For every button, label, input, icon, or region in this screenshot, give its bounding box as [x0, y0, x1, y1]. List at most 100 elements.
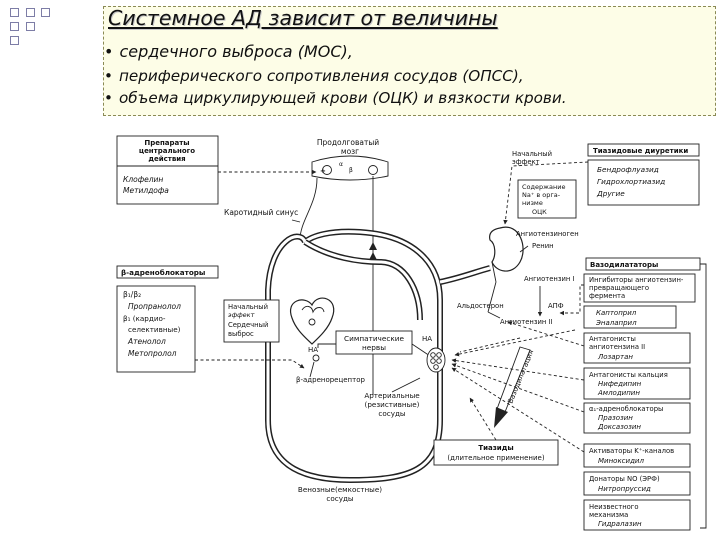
right-box-title: Тиазидовые диуретики [593, 147, 688, 155]
drug-label: Гидрохлортиазид [597, 177, 665, 186]
sodium-label: низме [522, 199, 543, 207]
right-box-title: Вазодилататоры [590, 261, 658, 269]
beta-line: β₁ (кардио- [123, 314, 166, 323]
decor-square [10, 8, 19, 17]
drug-label: Нитропруссид [598, 485, 651, 493]
sodium-label: Na⁺ в орга- [522, 191, 561, 199]
thiazides-long-line: Тиазиды [478, 444, 513, 452]
arterial-label: сосуды [378, 409, 406, 418]
right-box-title: фермента [589, 292, 625, 300]
aldosterone-to-kidney [487, 281, 497, 313]
afferent-nerve [299, 177, 318, 241]
aldosterone-label: Альдостерон [457, 302, 504, 310]
decor-square [41, 8, 50, 17]
kidney-effect-label: эффект [512, 158, 540, 166]
drug-label: Лозартан [597, 353, 633, 361]
renin-pointer [519, 245, 529, 253]
sodium-label: ОЦК [532, 208, 547, 216]
receptor-label: β [349, 167, 353, 174]
alpha-blockers-box: α₁-адреноблокаторы Празозин Доксазозин [583, 402, 691, 434]
bullet-glyph: • [104, 42, 114, 61]
receptor-label: α [339, 161, 343, 168]
drug-label: Метилдофа [123, 186, 169, 195]
kidney-effect-label: Начальный [512, 150, 552, 158]
drug-label: Амлодипин [597, 389, 640, 397]
vessel-arrow [459, 337, 521, 353]
bullet-text: объема циркулирующей крови (ОЦК) и вязко… [118, 89, 567, 107]
beta-blockers-box: β-адреноблокаторы β₁/β₂ Пропранолол β₁ (… [116, 265, 219, 373]
vessel-arrow [454, 329, 576, 357]
renin-label: Ренин [532, 242, 554, 250]
drug-label: Клофелин [123, 175, 163, 184]
na-label: НА [308, 346, 318, 354]
decor-square [10, 36, 19, 45]
arterial-coil-icon [426, 347, 446, 373]
bullet-1: • сердечного выброса (МОС), [104, 42, 353, 61]
medulla: Продолговатый мозг α β + [311, 138, 389, 181]
arterial-label: (резистивные) [365, 400, 420, 409]
beta-receptor-label: β-адренорецептор [296, 376, 365, 384]
heart-effect-box: Начальный эффект Сердечный выброс [223, 299, 280, 343]
pathway-arrowhead [369, 252, 377, 260]
receptor-icon [312, 354, 320, 362]
no-donors-box: Донаторы NO (ЭРФ) Нитропруссид [583, 471, 691, 496]
right-box-title: α₁-адреноблокаторы [589, 405, 663, 413]
beta-block-arrow [195, 359, 305, 369]
kidney-icon [489, 226, 524, 283]
drug-label: Гидралазин [598, 520, 642, 528]
sympathetic-nerves-box: Симпатические нервы [335, 330, 413, 355]
vasodilators-box: Вазодилататоры [585, 257, 701, 271]
decor-square [26, 8, 35, 17]
ace-arrow [559, 284, 584, 316]
thiazides-long-box: Тиазиды (длительное применение) [433, 439, 559, 466]
right-box-title: Ингибиторы ангиотензин- [589, 276, 684, 284]
calcium-arrow [451, 358, 585, 381]
central-title-line: Препараты [144, 139, 189, 147]
right-box-title: Антагонисты [589, 335, 636, 343]
unknown-mechanism-box: Неизвестного механизма Гидралазин [583, 499, 691, 531]
bullet-glyph: • [104, 67, 113, 85]
angiotensin1-label: Ангиотензин I [524, 275, 574, 283]
decor-square [10, 22, 19, 31]
decor-square [26, 22, 35, 31]
bullet-glyph: • [104, 89, 113, 107]
central-title-line: действия [148, 155, 185, 163]
pathway-arrowhead [369, 242, 377, 250]
sympathetic-label: Симпатические [344, 334, 405, 343]
sympathetic-label: нервы [362, 343, 386, 352]
heart-effect-line: Сердечный [228, 321, 268, 329]
angiotensin2-label: Ангиотензин II [500, 318, 552, 326]
arterial-pointer [391, 377, 421, 393]
right-box-title: ангиотензина II [589, 343, 645, 351]
beta-line: Атенолол [127, 337, 166, 346]
right-box-title: механизма [589, 511, 628, 519]
heart-effect-line: Начальный [228, 303, 268, 311]
header-box [103, 6, 716, 116]
ace-inhibitors-box: Ингибиторы ангиотензин- превращающего фе… [583, 273, 696, 329]
drug-label: Миноксидил [598, 457, 644, 465]
right-box-title: Неизвестного [589, 503, 639, 511]
ang2-to-aldosterone [487, 311, 501, 319]
right-box-title: Активаторы K⁺-каналов [589, 447, 674, 455]
venous-label: Венозные(емкостные) [298, 485, 382, 494]
bullet-text: сердечного выброса (МОС), [119, 42, 353, 61]
thiazide-diuretics-box: Тиазидовые диуретики Бендрофлуазид Гидро… [587, 143, 700, 206]
at2-antagonists-box: Антагонисты ангиотензина II Лозартан [583, 332, 691, 364]
beta-box-title: β-адреноблокаторы [121, 268, 205, 277]
carotid-sinus-label: Каротидный синус [224, 208, 298, 217]
beta-line: Метопролол [128, 349, 177, 358]
venous-label: сосуды [326, 494, 354, 503]
medulla-label: мозг [341, 147, 359, 156]
bullet-2: •периферического сопротивления сосудов (… [104, 67, 524, 85]
drug-label: Эналаприл [595, 319, 637, 327]
apf-label: АПФ [548, 302, 564, 310]
thiazides-long-line: (длительное применение) [447, 454, 544, 462]
sodium-box: Содержание Na⁺ в орга- низме ОЦК [517, 179, 577, 219]
right-box-title: превращающего [589, 284, 649, 292]
arterial-label: Артериальные [364, 391, 420, 400]
nerve-to-heart [317, 343, 336, 348]
alpha-arrow [451, 363, 585, 413]
heart-effect-line: эффект [228, 311, 255, 319]
beta-line: селективные) [128, 325, 181, 334]
